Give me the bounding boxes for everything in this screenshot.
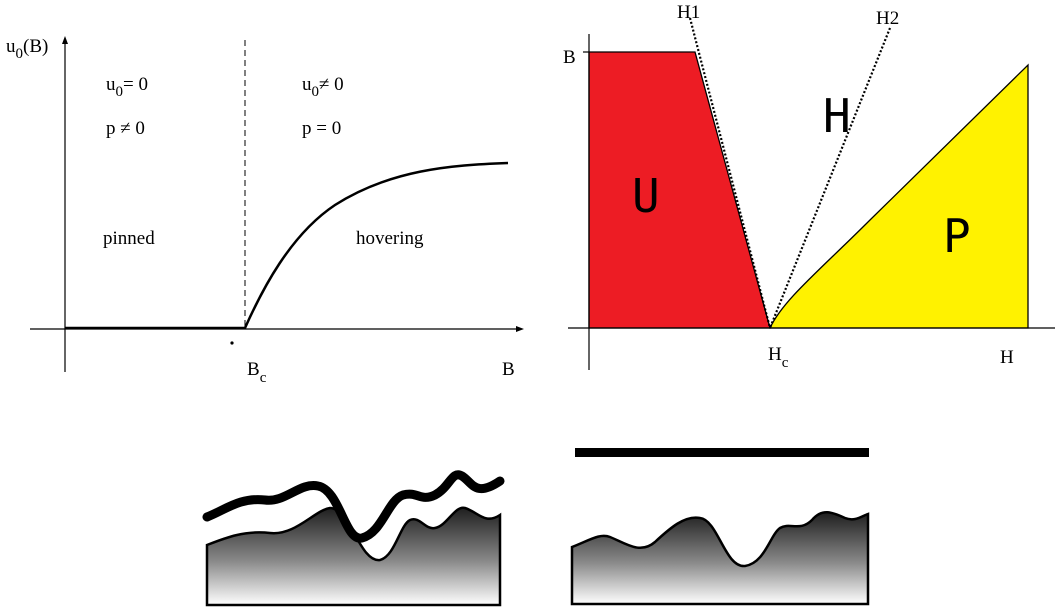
u-region <box>588 51 771 329</box>
pinned-interface-illustration <box>202 470 505 607</box>
left-y-axis-label: u0(B) <box>6 36 48 62</box>
right-plot: H1 H2 B U H P Hc H <box>563 2 1055 371</box>
left-x-axis-arrow <box>516 326 524 332</box>
right-critical-label: Hc <box>768 344 789 371</box>
h2-dotted-line <box>768 27 892 329</box>
hovering-condition-u: u0≠ 0 <box>302 74 344 100</box>
hovering-substrate <box>570 511 870 606</box>
hovering-interface-illustration <box>570 448 870 606</box>
left-critical-label: Bc <box>247 359 267 386</box>
left-x-axis-label: B <box>502 359 515 380</box>
hovering-condition-p: p = 0 <box>302 118 341 139</box>
right-x-axis-label: H <box>1000 347 1014 368</box>
pinned-membrane <box>202 470 505 543</box>
h2-label: H2 <box>876 8 899 29</box>
right-y-axis-label: B <box>563 47 576 68</box>
h-region-label: H <box>823 89 851 143</box>
critical-point-dot <box>230 341 234 345</box>
left-plot: u0(B) u0= 0 p ≠ 0 pinned u0≠ 0 p = 0 hov… <box>6 36 524 386</box>
pinned-substrate <box>205 506 502 607</box>
hovering-membrane-bar <box>575 448 869 457</box>
pinned-region-label: pinned <box>103 228 155 249</box>
p-region-label: P <box>943 209 971 263</box>
h1-dotted-line <box>688 17 772 329</box>
pinned-condition-p: p ≠ 0 <box>106 118 145 139</box>
left-y-axis-arrow <box>62 36 68 44</box>
pinned-condition-u: u0= 0 <box>106 74 148 100</box>
order-parameter-curve <box>65 161 509 330</box>
p-region <box>768 63 1029 329</box>
u-region-label: U <box>632 169 660 223</box>
hovering-region-label: hovering <box>356 228 424 249</box>
h1-label: H1 <box>677 2 700 23</box>
